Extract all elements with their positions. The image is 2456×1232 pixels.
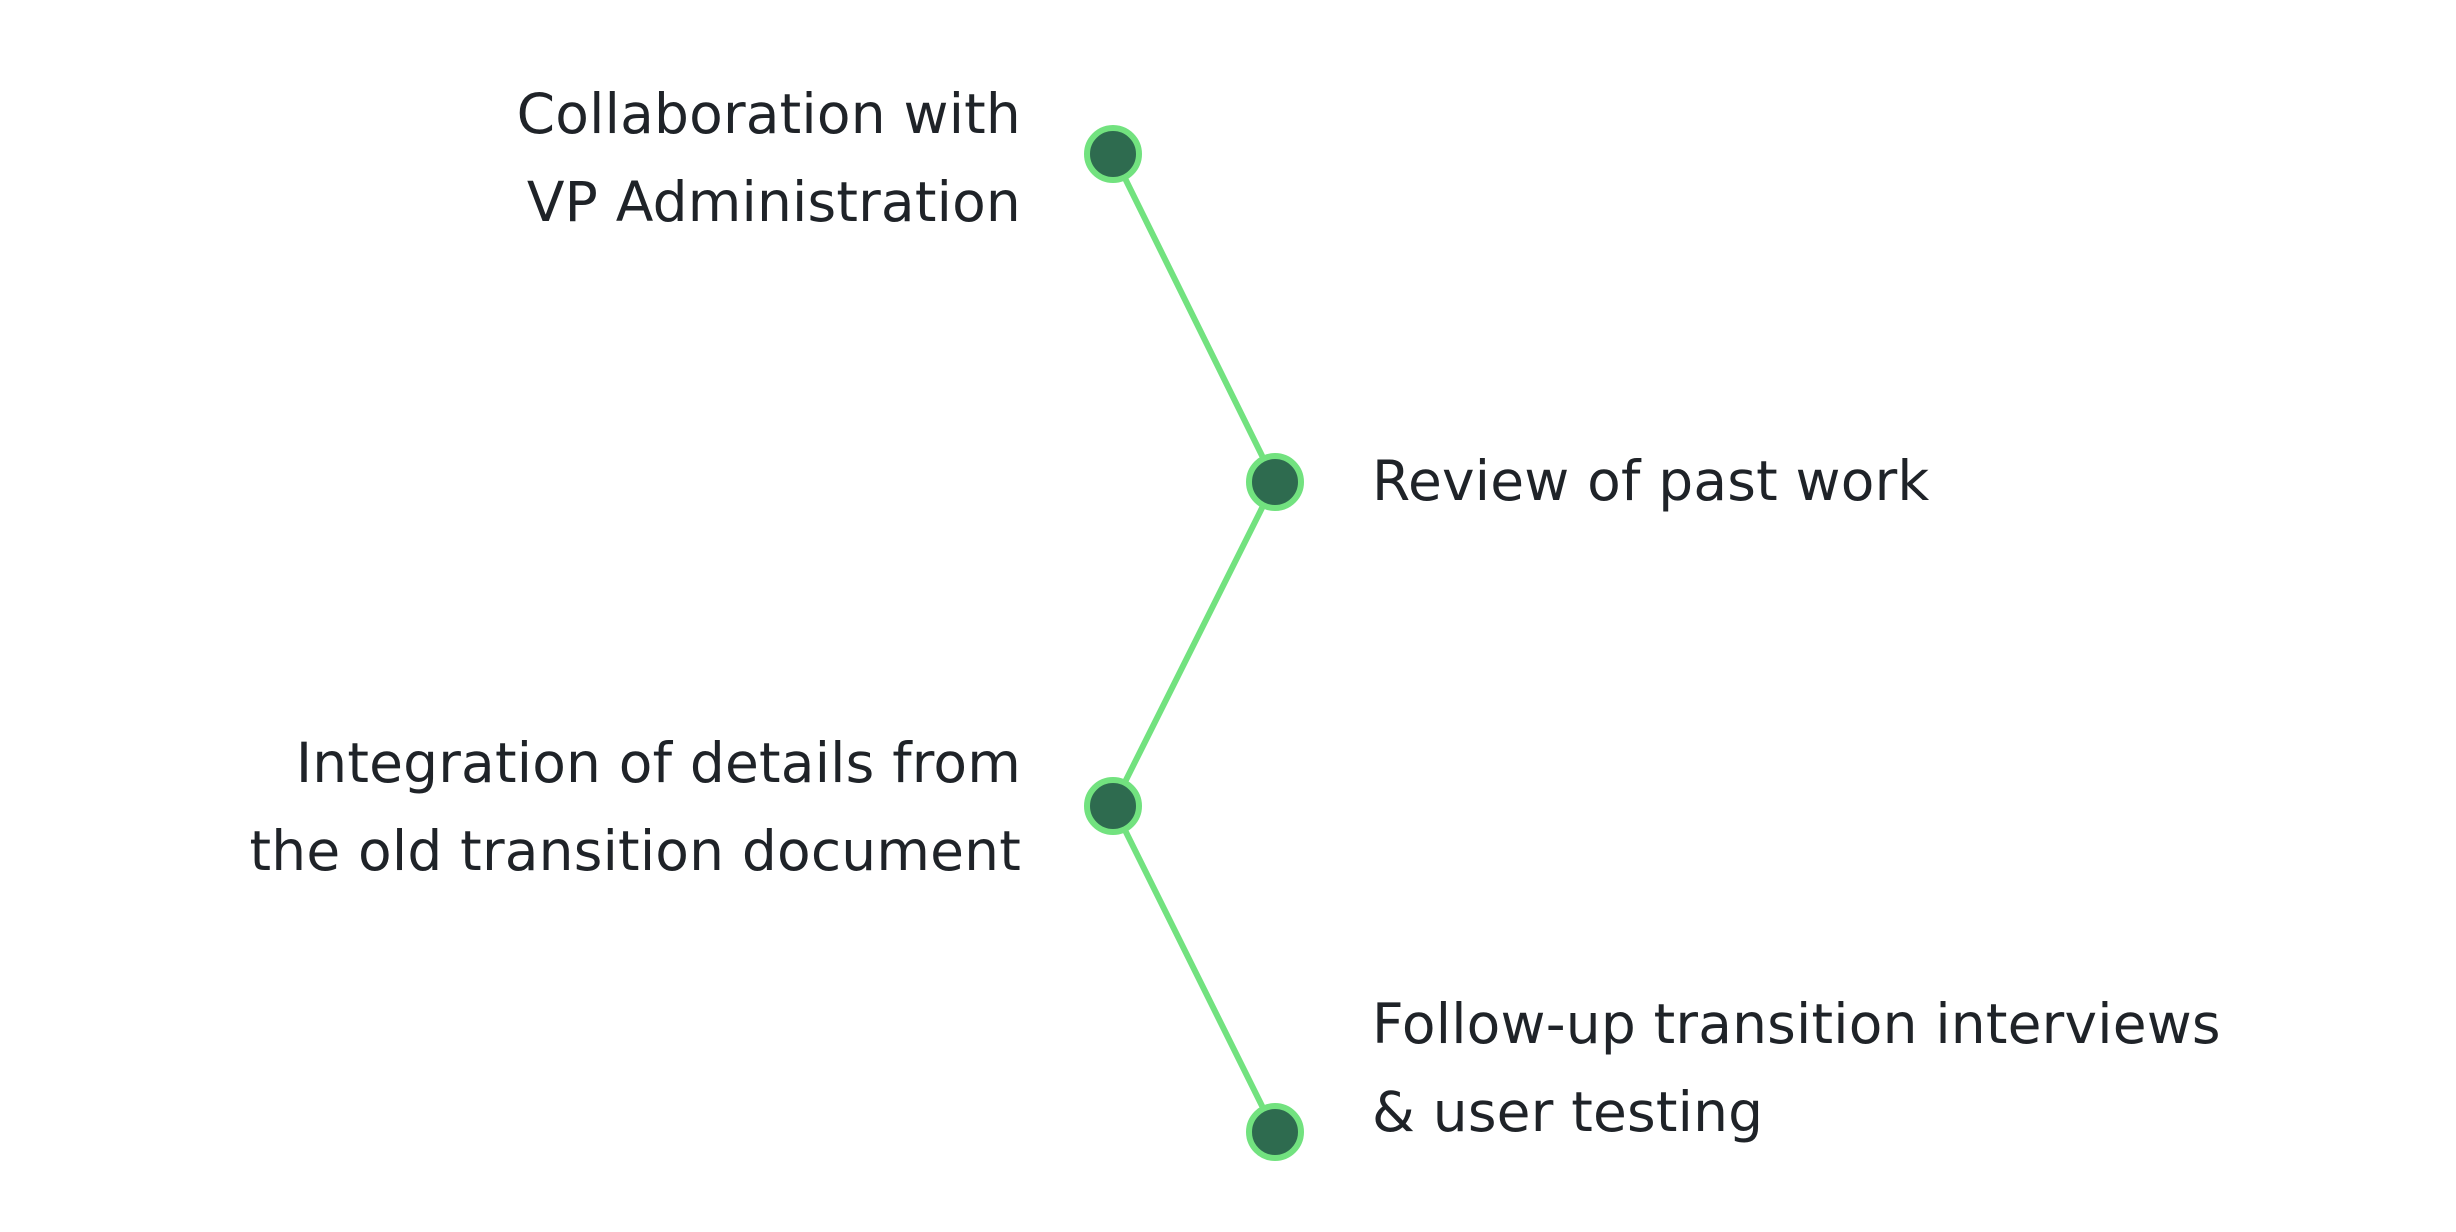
step-4-line-2: & user testing: [1372, 1080, 1764, 1144]
step-1-line-2: VP Administration: [526, 170, 1021, 234]
step-2-line-1: Review of past work: [1372, 449, 1930, 513]
step-3-line-1: Integration of details from: [295, 731, 1021, 795]
step-4-label: Follow-up transition interviews & user t…: [1372, 980, 2221, 1156]
step-1-node: [1084, 125, 1142, 183]
step-2-label: Review of past work: [1372, 437, 1929, 525]
step-3-label: Integration of details from the old tran…: [250, 719, 1021, 895]
connector-line: [1110, 151, 1278, 1135]
step-1-label: Collaboration with VP Administration: [517, 70, 1021, 246]
step-4-node: [1246, 1103, 1304, 1161]
step-1-line-1: Collaboration with: [516, 82, 1021, 146]
step-3-node: [1084, 777, 1142, 835]
step-2-node: [1246, 453, 1304, 511]
step-3-line-2: the old transition document: [249, 819, 1021, 883]
step-4-line-1: Follow-up transition interviews: [1372, 992, 2221, 1056]
